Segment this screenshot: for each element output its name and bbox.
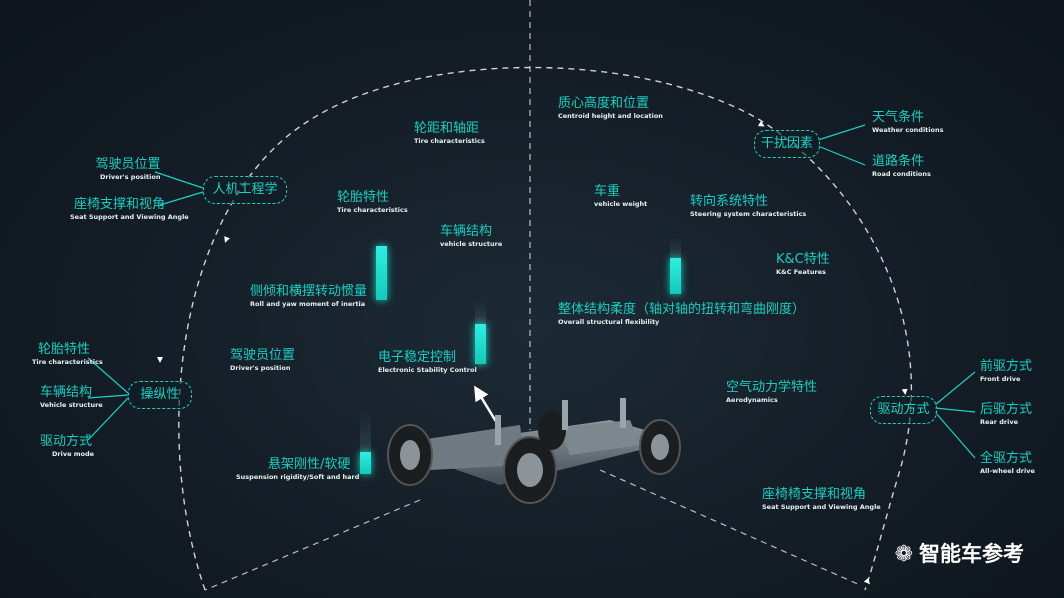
drive-item: 后驱方式 Rear drive <box>980 402 1033 426</box>
ergonomics-item: 驾驶员位置 Driver's position <box>95 157 161 181</box>
ergonomics-item: 座椅支撑和视角 Seat Support and Viewing Angle <box>70 197 189 221</box>
label-esc: 电子稳定控制 Electronic Stability Control <box>378 350 477 374</box>
handling-item: 轮胎特性 Tire characteristics <box>32 342 103 366</box>
label-kc: K&C特性 K&C Features <box>776 252 830 276</box>
label-weight: 车重 vehicle weight <box>594 184 648 208</box>
glow-bar <box>360 452 371 474</box>
glow-bar <box>670 258 681 294</box>
glow-bar-fade <box>475 300 486 324</box>
label-suspension: 悬架刚性/软硬 Suspension rigidity/Soft and har… <box>236 457 360 481</box>
drive-item: 前驱方式 Front drive <box>980 359 1033 383</box>
chassis-illustration <box>387 398 681 504</box>
label-inertia: 侧倾和横摆转动惯量 Roll and yaw moment of inertia <box>250 284 368 308</box>
label-aero: 空气动力学特性 Aerodynamics <box>726 380 818 404</box>
drive-item: 全驱方式 All-wheel drive <box>980 451 1035 475</box>
label-steering: 转向系统特性 Steering system characteristics <box>690 194 807 218</box>
glow-bar <box>376 246 387 300</box>
disturbance-item: 天气条件 Weather conditions <box>872 110 944 134</box>
label-track: 轮距和轴距 Tire characteristics <box>414 121 485 145</box>
lower-left-divider <box>204 499 421 591</box>
watermark: ❁智能车参考 <box>894 542 1024 567</box>
label-tire: 轮胎特性 Tire characteristics <box>337 190 408 214</box>
lower-right-divider <box>599 469 861 586</box>
glow-bar-fade <box>360 410 371 452</box>
label-seat: 座椅椅支撑和视角 Seat Support and Viewing Angle <box>762 487 881 511</box>
disturbance-item: 道路条件 Road conditions <box>872 154 931 178</box>
node-handling: 操纵性 <box>128 381 192 409</box>
main-arc <box>178 66 913 591</box>
glow-bar-fade <box>670 236 681 258</box>
node-ergonomics: 人机工程学 <box>203 176 287 204</box>
handling-item: 车辆结构 Vehicle structure <box>40 385 103 409</box>
node-disturbance: 干扰因素 <box>754 130 820 158</box>
label-driver-pos: 驾驶员位置 Driver's position <box>230 348 296 372</box>
label-structure: 车辆结构 vehicle structure <box>440 224 503 248</box>
handling-item: 驱动方式 Drive mode <box>40 434 95 458</box>
label-flex: 整体结构柔度（轴对轴的扭转和弯曲刚度） Overall structural f… <box>558 302 806 326</box>
wechat-icon: ❁ <box>894 542 913 567</box>
glow-bar <box>475 324 486 364</box>
node-drive: 驱动方式 <box>870 396 937 424</box>
label-centroid: 质心高度和位置 Centroid height and location <box>558 96 663 120</box>
